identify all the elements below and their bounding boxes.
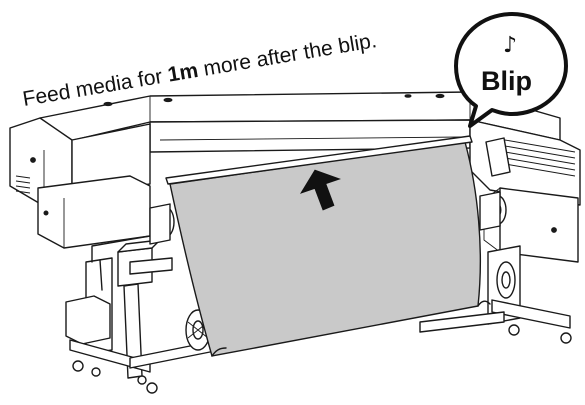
instruction-distance: 1m: [166, 59, 200, 87]
instruction-after: more after the blip.: [196, 29, 378, 82]
blip-label: Blip: [481, 66, 532, 96]
music-note-icon: ♪: [503, 33, 517, 58]
